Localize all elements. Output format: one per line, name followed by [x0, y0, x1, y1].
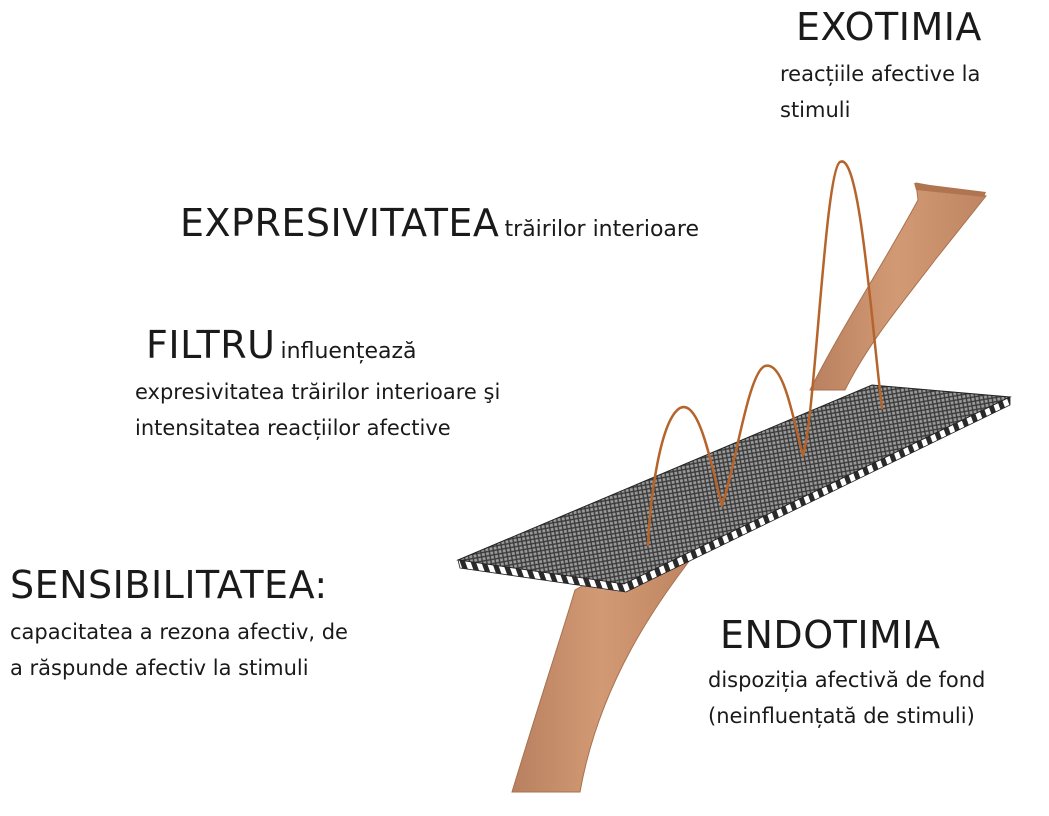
endotimia-desc-line-1: dispoziția afectivă de fond [708, 668, 986, 692]
filtru-desc-line-2: intensitatea reacțiilor afective [135, 416, 451, 440]
expresivitatea-suffix: trăirilor interioare [504, 217, 699, 242]
filtru-title: FILTRU [146, 323, 276, 367]
exotimia-title: EXOTIMIA [796, 5, 982, 49]
filter-mesh-edge [457, 396, 1011, 593]
expresivitatea-title: EXPRESIVITATEA [180, 201, 500, 245]
reaction-wave-curve [646, 160, 884, 547]
endotimia-desc-line-2: (neinfluențată de stimuli) [708, 704, 975, 728]
filtru-desc-line-1: expresivitatea trăirilor interioare şi [135, 380, 501, 404]
sensibilitatea-desc-line-1: capacitatea a rezona afectiv, de [10, 620, 348, 644]
exotimia-ribbon-upper [809, 182, 987, 391]
filtru-label: FILTRU influențează [146, 322, 417, 368]
sensibilitatea-title: SENSIBILITATEA: [10, 563, 328, 607]
endotimia-ribbon-lower [511, 559, 692, 793]
filtru-suffix: influențează [280, 339, 417, 364]
endotimia-title: ENDOTIMIA [720, 613, 941, 657]
exotimia-desc-line-2: stimuli [780, 98, 851, 122]
sensibilitatea-desc-line-2: a răspunde afectiv la stimuli [10, 656, 309, 680]
exotimia-desc-line-1: reacțiile afective la [780, 62, 981, 86]
expresivitatea-label: EXPRESIVITATEA trăirilor interioare [180, 200, 699, 246]
filter-mesh-sheet [456, 384, 1012, 585]
ribbon-top-fold [914, 183, 986, 197]
